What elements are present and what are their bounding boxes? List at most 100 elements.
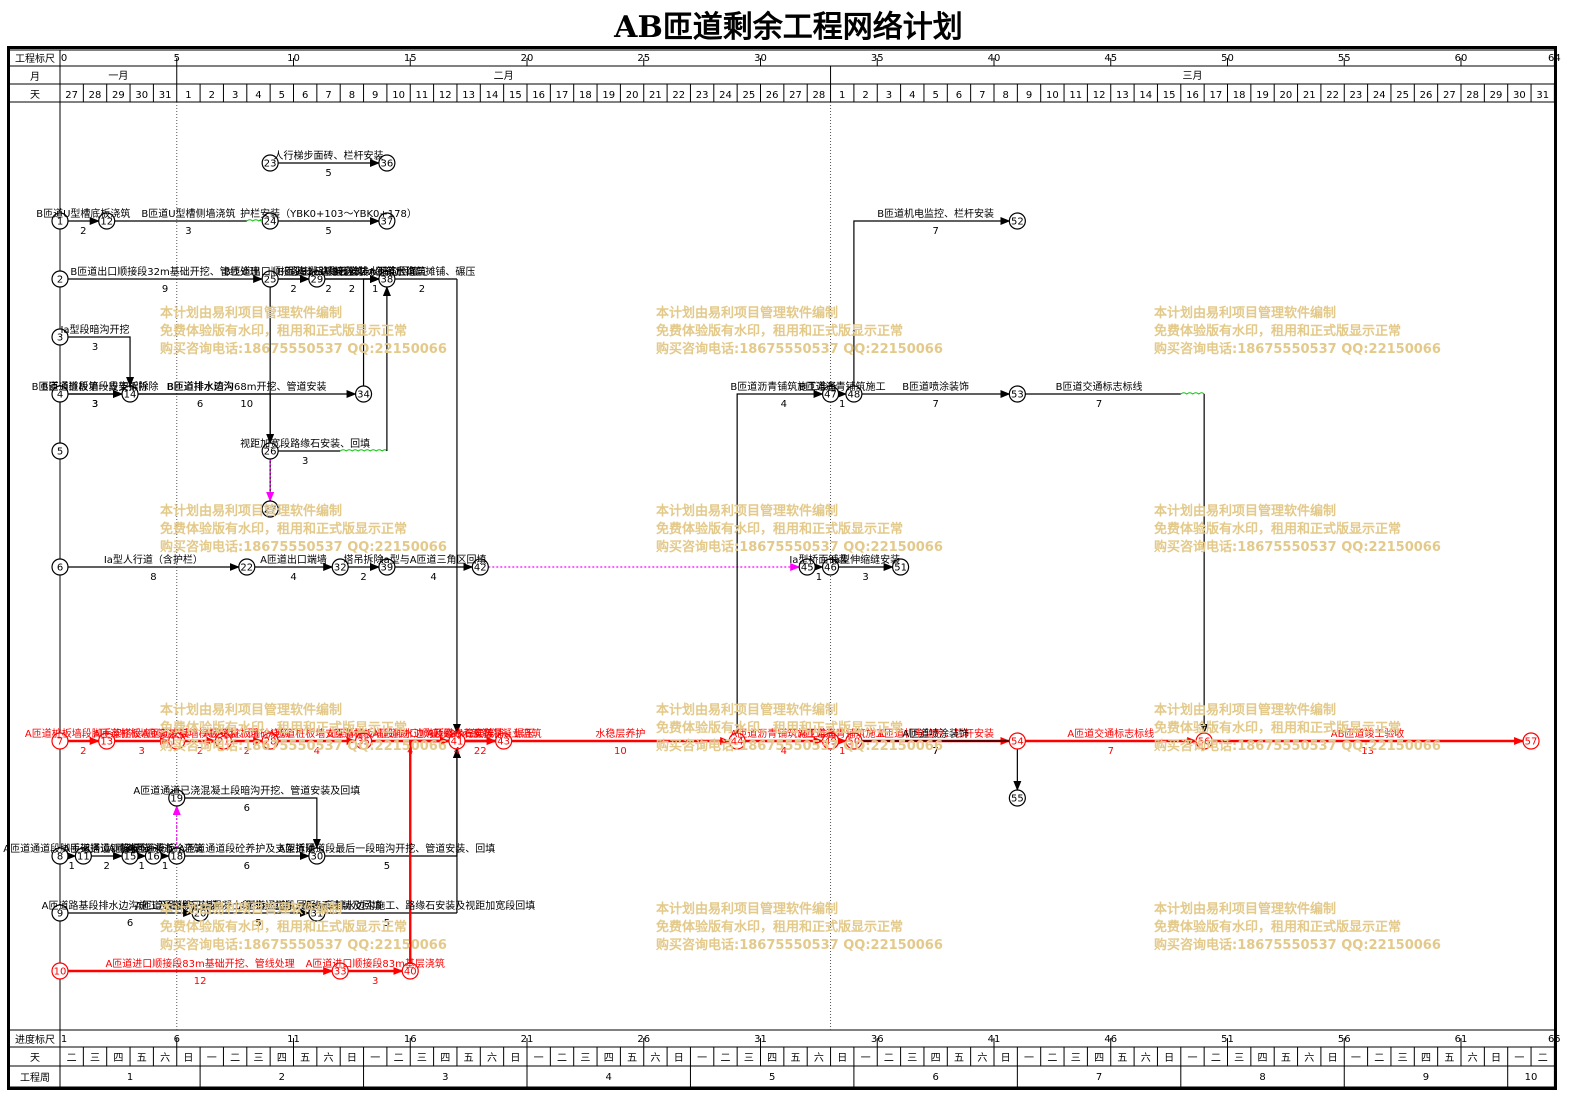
activity-arrow[interactable] <box>324 748 461 914</box>
network-node[interactable]: 16 <box>144 847 162 865</box>
network-node[interactable]: 52 <box>1008 212 1026 230</box>
activity-duration: 3 <box>92 399 98 410</box>
node-number: 39 <box>381 563 394 574</box>
network-node[interactable]: 30 <box>308 847 326 865</box>
network-node[interactable]: 24 <box>261 212 279 230</box>
activity-arrow[interactable] <box>409 737 497 963</box>
activity-name: A匝道路基段排水边沟施工及路缘石安装 <box>42 899 219 912</box>
network-node[interactable]: 3 <box>51 328 69 346</box>
activity-arrow[interactable] <box>736 390 824 733</box>
network-node[interactable]: 31 <box>308 904 326 922</box>
network-node[interactable]: 22 <box>238 558 256 576</box>
activity-arrow[interactable] <box>184 797 321 849</box>
network-node[interactable]: 11 <box>74 847 92 865</box>
activity-duration: 1 <box>839 399 845 410</box>
day-label: 11 <box>416 90 429 101</box>
network-node[interactable]: 33 <box>331 962 349 980</box>
network-node[interactable]: 15 <box>121 847 139 865</box>
network-node[interactable]: 7 <box>51 732 69 750</box>
day-label: 12 <box>439 90 452 101</box>
network-node[interactable]: 43 <box>495 732 513 750</box>
weekday-label: 四 <box>1258 1053 1268 1064</box>
network-node[interactable]: 49 <box>821 732 840 750</box>
weekday-label: 三 <box>744 1053 754 1064</box>
activity-name: A匝道通道段脚手架搭设、模板 <box>3 842 140 855</box>
network-node[interactable]: 13 <box>98 732 116 750</box>
network-node[interactable]: 57 <box>1522 732 1540 750</box>
network-node[interactable]: 26 <box>261 442 279 460</box>
network-node[interactable]: 36 <box>378 154 396 172</box>
network-node[interactable]: 39 <box>378 558 396 576</box>
weekday-label: 日 <box>510 1053 520 1064</box>
network-node[interactable]: 55 <box>1008 789 1026 807</box>
network-node[interactable]: 28 <box>261 732 279 750</box>
activity-arrow[interactable] <box>278 286 391 452</box>
network-node[interactable]: 29 <box>308 270 326 288</box>
network-node[interactable]: 34 <box>354 385 373 403</box>
activity-name: A匝道通道砼浇筑 <box>127 842 204 855</box>
day-label: 6 <box>302 90 308 101</box>
activity-arrow[interactable] <box>853 217 1011 386</box>
network-node[interactable]: 2 <box>51 270 69 288</box>
network-node[interactable]: 38 <box>378 270 396 288</box>
progress-tick: 1 <box>61 1034 67 1045</box>
network-node[interactable]: 47 <box>821 385 840 403</box>
activity-name: B匝道沥青铺筑施工 <box>799 380 886 393</box>
network-node[interactable]: 50 <box>845 732 863 750</box>
network-node[interactable]: 20 <box>191 904 209 922</box>
network-node[interactable]: 17 <box>168 732 186 750</box>
activity-duration: 4 <box>781 746 787 757</box>
network-node[interactable]: 23 <box>261 154 279 172</box>
network-node[interactable]: 9 <box>51 904 69 922</box>
watermark-line: 本计划由易利项目管理软件编制 <box>656 504 839 519</box>
scale-tick: 0 <box>61 53 67 64</box>
network-node[interactable]: 1 <box>51 212 69 230</box>
network-node[interactable]: 21 <box>214 732 233 750</box>
network-node[interactable]: 48 <box>845 385 863 403</box>
float-wave <box>1180 392 1205 395</box>
network-node[interactable]: 8 <box>51 847 69 865</box>
network-node[interactable]: 5 <box>51 442 69 460</box>
activity-name: B匝道沥青铺筑施工准备 <box>730 380 837 393</box>
network-node[interactable]: 12 <box>98 212 116 230</box>
activity-duration: 10 <box>240 399 253 410</box>
activity-duration: 1 <box>68 861 74 872</box>
network-node[interactable]: 51 <box>891 558 910 576</box>
weekday-label: 二 <box>1538 1053 1548 1064</box>
network-node[interactable]: 32 <box>331 558 349 576</box>
network-node[interactable]: 27 <box>261 500 279 518</box>
network-node[interactable]: 6 <box>51 558 69 576</box>
node-number: 46 <box>824 563 837 574</box>
network-node[interactable]: 41 <box>448 732 466 750</box>
network-node[interactable]: 10 <box>51 962 69 980</box>
activity-arrow[interactable] <box>394 278 461 734</box>
network-node[interactable]: 37 <box>378 212 396 230</box>
activity-arrow[interactable] <box>68 336 135 387</box>
network-node[interactable]: 53 <box>1008 385 1026 403</box>
network-node[interactable]: 56 <box>1195 732 1213 750</box>
network-node[interactable]: 54 <box>1008 732 1026 750</box>
node-number: 8 <box>57 852 63 863</box>
network-node[interactable]: 14 <box>121 385 139 403</box>
network-node[interactable]: 18 <box>168 847 186 865</box>
weekday-label: 五 <box>627 1053 637 1064</box>
day-label: 10 <box>392 90 405 101</box>
network-node[interactable]: 4 <box>51 385 69 403</box>
day-label: 14 <box>1139 90 1152 101</box>
node-number: 10 <box>54 967 67 978</box>
activity-arrow[interactable] <box>324 748 461 857</box>
network-node[interactable]: 40 <box>401 962 419 980</box>
network-node[interactable]: 25 <box>261 270 279 288</box>
network-node[interactable]: 35 <box>354 732 373 750</box>
network-node[interactable]: 19 <box>168 789 186 807</box>
network-node[interactable]: 44 <box>728 732 746 750</box>
watermark-block: 本计划由易利项目管理软件编制免费体验版有水印，租用和正式版显示正常购买咨询电话:… <box>160 305 447 359</box>
network-node[interactable]: 42 <box>471 558 489 576</box>
activity-arrow[interactable] <box>114 219 262 222</box>
network-node[interactable]: 45 <box>798 558 816 576</box>
activity-duration: 1 <box>162 861 168 872</box>
weekday-label: 一 <box>207 1053 217 1064</box>
watermark-line: 购买咨询电话:18675550537 QQ:22150066 <box>1154 938 1441 953</box>
activity-arrow[interactable] <box>1025 392 1209 734</box>
network-node[interactable]: 46 <box>821 558 840 576</box>
